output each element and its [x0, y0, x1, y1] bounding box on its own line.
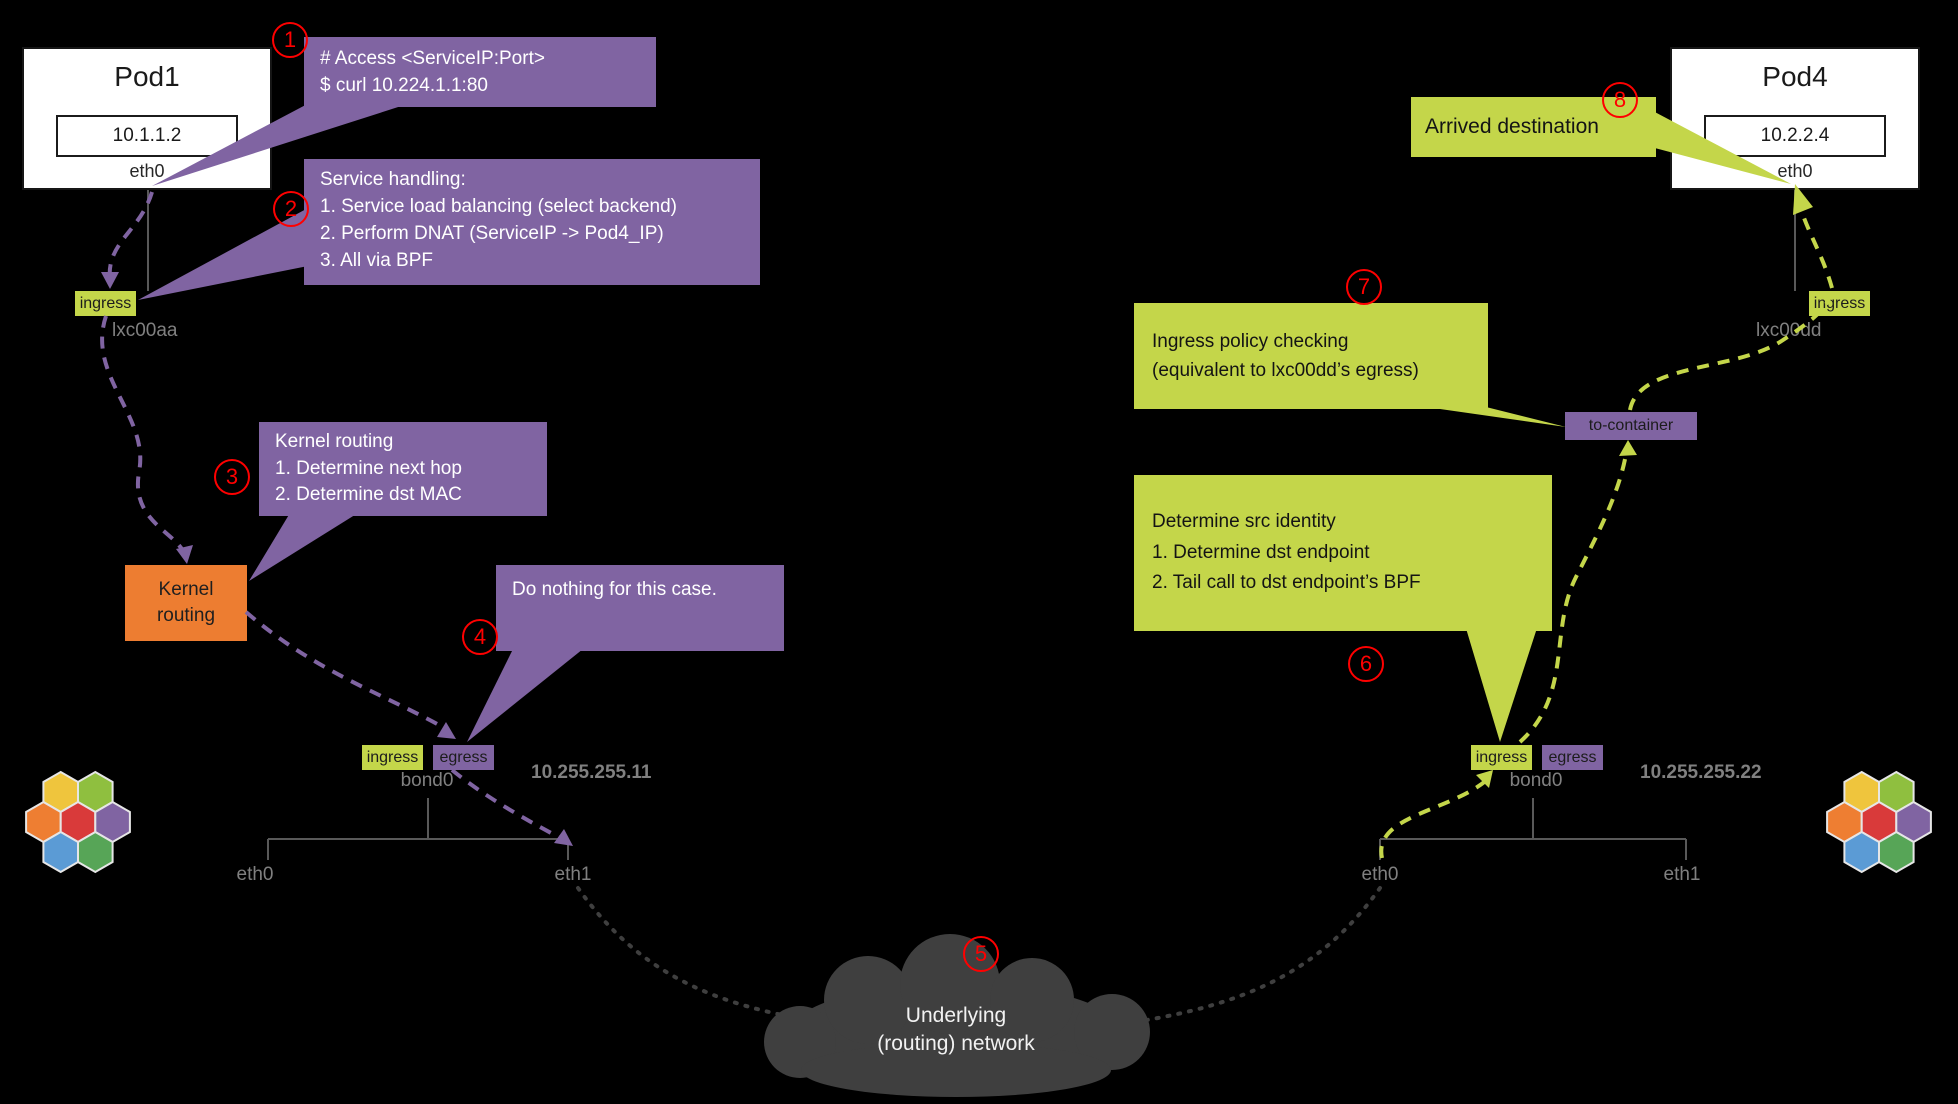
- cilium-logo-right: [1826, 771, 1932, 873]
- lxc00dd-ingress-chip: ingress: [1809, 291, 1870, 316]
- step-4-badge: 4: [462, 619, 498, 655]
- pod4-eth0-label: eth0: [1777, 161, 1813, 181]
- callout-ingress-policy: Ingress policy checking (equivalent to l…: [1134, 303, 1488, 409]
- pod1-eth0-label: eth0: [129, 161, 165, 181]
- step-3-badge: 3: [214, 459, 250, 495]
- callout-access-line1: # Access <ServiceIP:Port>: [320, 48, 545, 69]
- callout-src-identity: Determine src identity 1. Determine dst …: [1134, 475, 1552, 631]
- service-handling-title: Service handling:: [320, 169, 466, 190]
- kernel-routing-item1: 1. Determine next hop: [275, 457, 462, 479]
- src-identity-item1: 1. Determine dst endpoint: [1152, 541, 1370, 563]
- step-7-badge: 7: [1346, 269, 1382, 305]
- ingress-policy-line1: Ingress policy checking: [1152, 330, 1349, 352]
- service-handling-item1: 1. Service load balancing (select backen…: [320, 195, 677, 217]
- step-5-badge: 5: [963, 936, 999, 972]
- src-identity-item2: 2. Tail call to dst endpoint’s BPF: [1152, 572, 1421, 594]
- bond0-left-egress-chip: egress: [433, 745, 494, 770]
- pod1-ip-box: 10.1.1.2: [56, 115, 238, 157]
- step-2-badge: 2: [273, 191, 309, 227]
- lxc00dd-label: lxc00dd: [1756, 320, 1822, 341]
- callout-service-handling: Service handling: 1. Service load balanc…: [304, 159, 760, 285]
- lxc00aa-ingress-chip: ingress: [75, 291, 136, 316]
- host1-ip-label: 10.255.255.11: [531, 762, 652, 783]
- step-1-badge: 1: [272, 22, 308, 58]
- ingress-policy-line2: (equivalent to lxc00dd’s egress): [1152, 360, 1419, 381]
- to-container-chip: to-container: [1565, 412, 1697, 440]
- tail-kernel-routing-callout: [249, 508, 366, 581]
- cloud-line2: (routing) network: [877, 1032, 1035, 1056]
- bond0-right-egress-chip: egress: [1542, 745, 1603, 770]
- pod1-packet-arrowheads: [101, 272, 573, 846]
- bond0-right-label: bond0: [1509, 770, 1563, 791]
- bond0-left-label: bond0: [400, 770, 454, 791]
- host2-eth0-label: eth0: [1361, 864, 1399, 885]
- service-handling-item2: 2. Perform DNAT (ServiceIP -> Pod4_IP): [320, 222, 664, 244]
- pod4-ip-box: 10.2.2.4: [1704, 115, 1886, 157]
- pod4-box: Pod4 10.2.2.4 eth0: [1670, 47, 1920, 190]
- tail-do-nothing-callout: [467, 645, 588, 742]
- kernel-box-line2: routing: [156, 605, 216, 626]
- bond0-right-ingress-chip: ingress: [1471, 745, 1532, 770]
- callout-access-service: # Access <ServiceIP:Port> $ curl 10.224.…: [304, 37, 656, 107]
- bond0-left-ingress-chip: ingress: [362, 745, 423, 770]
- callout-access-line2: $ curl 10.224.1.1:80: [320, 74, 488, 96]
- cilium-logo-left: [25, 771, 131, 873]
- do-nothing-text: Do nothing for this case.: [512, 579, 717, 600]
- callout-do-nothing: Do nothing for this case.: [496, 565, 784, 651]
- service-handling-item3: 3. All via BPF: [320, 249, 433, 271]
- kernel-routing-item2: 2. Determine dst MAC: [275, 484, 462, 506]
- kernel-routing-box: Kernel routing: [125, 565, 247, 641]
- src-identity-title: Determine src identity: [1152, 511, 1336, 533]
- kernel-routing-title: Kernel routing: [275, 431, 394, 452]
- pod1-packet-path: [100, 191, 567, 843]
- pod1-box: Pod1 10.1.1.2 eth0: [22, 47, 272, 190]
- pod1-title: Pod1: [114, 61, 180, 92]
- host1-eth1-label: eth1: [554, 864, 592, 885]
- lxc00aa-label: lxc00aa: [112, 320, 178, 341]
- step-6-badge: 6: [1348, 646, 1384, 682]
- host1-eth0-label: eth0: [236, 864, 274, 885]
- tail-src-identity-callout: [1465, 625, 1538, 742]
- step-8-badge: 8: [1602, 82, 1638, 118]
- arrived-text: Arrived destination: [1425, 115, 1599, 138]
- host2-ip-label: 10.255.255.22: [1640, 762, 1762, 783]
- host2-eth1-label: eth1: [1663, 864, 1701, 885]
- callout-kernel-routing: Kernel routing 1. Determine next hop 2. …: [259, 422, 547, 516]
- underlying-network-label: Underlying (routing) network: [836, 1002, 1076, 1059]
- pod4-title: Pod4: [1762, 61, 1828, 92]
- kernel-box-line1: Kernel: [158, 579, 214, 601]
- cloud-line1: Underlying: [905, 1004, 1007, 1027]
